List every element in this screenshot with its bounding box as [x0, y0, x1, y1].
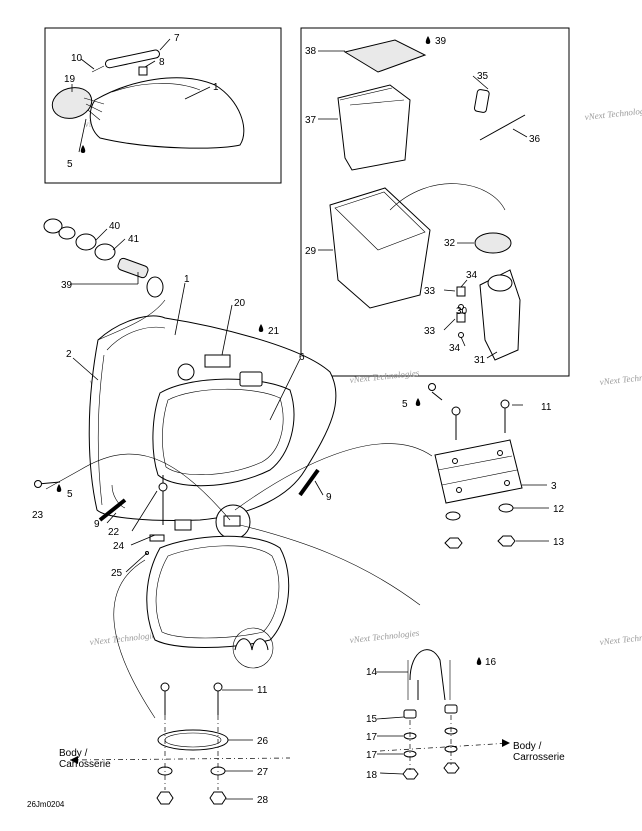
- callout-34: 34: [449, 343, 461, 354]
- latch-kit: [43, 218, 164, 298]
- callout-33: 33: [424, 286, 436, 297]
- callout-25: 25: [111, 568, 123, 579]
- callout-16: 16: [485, 657, 497, 668]
- callout-10: 10: [71, 53, 83, 64]
- callout-19: 19: [64, 74, 76, 85]
- connector-curves: [79, 299, 433, 719]
- callout-15: 15: [366, 714, 378, 725]
- callout-38: 38: [305, 46, 317, 57]
- front-hull: [88, 315, 337, 540]
- callout-2: 2: [66, 349, 72, 360]
- callout-24: 24: [113, 541, 125, 552]
- drop-icon: [425, 36, 431, 44]
- callout-5: 5: [402, 399, 408, 410]
- callout-1: 1: [213, 82, 219, 93]
- watermark-8: vNext Technologies: [599, 630, 642, 647]
- callout-39: 39: [61, 280, 73, 291]
- callout-22: 22: [108, 527, 120, 538]
- callout-35: 35: [477, 71, 489, 82]
- callout-11: 11: [541, 402, 552, 413]
- callout-11: 11: [257, 685, 268, 696]
- callout-17: 17: [366, 750, 378, 761]
- drop-icon: [80, 145, 86, 153]
- body-label-right-1: Body /: [513, 741, 542, 752]
- callout-30: 30: [456, 306, 468, 317]
- callout-37: 37: [305, 115, 317, 126]
- callout-27: 27: [257, 767, 269, 778]
- callout-5: 5: [67, 159, 73, 170]
- drop-icon: [476, 657, 482, 665]
- callouts: 7 8 10 19 1 5 38 39 37 35 36 29 32 34 33…: [32, 33, 565, 806]
- callout-9: 9: [94, 519, 100, 530]
- body-label-right-2: Carrosserie: [513, 752, 565, 763]
- drop-icon: [415, 398, 421, 406]
- callout-7: 7: [174, 33, 180, 44]
- callout-28: 28: [257, 795, 269, 806]
- callout-13: 13: [553, 537, 565, 548]
- leader-lines: [70, 38, 549, 800]
- body-reference-labels: Body / Carrosserie Body / Carrosserie: [59, 741, 565, 770]
- callout-3: 3: [551, 481, 557, 492]
- callout-18: 18: [366, 770, 378, 781]
- seat-cover-assembly: [51, 49, 245, 149]
- callout-39: 39: [435, 36, 447, 47]
- mounting-ring-hardware: [156, 682, 229, 805]
- drawing-code: 26Jm0204: [27, 800, 65, 809]
- callout-23: 23: [32, 510, 44, 521]
- callout-21: 21: [268, 326, 280, 337]
- storage-bin-assembly: [329, 39, 526, 361]
- reference-lines: [45, 469, 511, 790]
- callout-26: 26: [257, 736, 269, 747]
- callout-5: 5: [67, 489, 73, 500]
- callout-32: 32: [444, 238, 456, 249]
- detail-frame-storage-bins: [300, 27, 570, 377]
- watermark-4: vNext Technologies: [89, 630, 160, 647]
- drop-icon: [56, 484, 62, 492]
- strap-bracket: [232, 627, 460, 780]
- lubricant-drop-icons: [56, 36, 482, 665]
- body-label-left-1: Body /: [59, 748, 88, 759]
- callout-33: 33: [424, 326, 436, 337]
- callout-40: 40: [109, 221, 121, 232]
- body-arrows: [70, 739, 510, 764]
- callout-1: 1: [184, 274, 190, 285]
- callout-36: 36: [529, 134, 541, 145]
- lid-frame: [146, 535, 290, 648]
- callout-41: 41: [128, 234, 140, 245]
- callout-17: 17: [366, 732, 378, 743]
- drop-icon: [258, 324, 264, 332]
- misc-fasteners: [34, 383, 443, 555]
- callout-12: 12: [553, 504, 565, 515]
- hinge-assembly: [434, 399, 523, 549]
- watermark-7: vNext Technologies: [599, 370, 642, 387]
- watermark-3: vNext Technologies: [349, 368, 420, 385]
- callout-20: 20: [234, 298, 246, 309]
- watermark-6: vNext Technologies: [584, 105, 642, 122]
- callout-14: 14: [366, 667, 378, 678]
- callout-34: 34: [466, 270, 478, 281]
- callout-29: 29: [305, 246, 317, 257]
- callout-31: 31: [474, 355, 486, 366]
- callout-9: 9: [326, 492, 332, 503]
- callout-8: 8: [159, 57, 165, 68]
- watermark-5: vNext Technologies: [349, 628, 420, 645]
- callout-6: 6: [299, 352, 305, 363]
- body-label-left-2: Carrosserie: [59, 759, 111, 770]
- detail-frame-seat-cover: [44, 27, 282, 184]
